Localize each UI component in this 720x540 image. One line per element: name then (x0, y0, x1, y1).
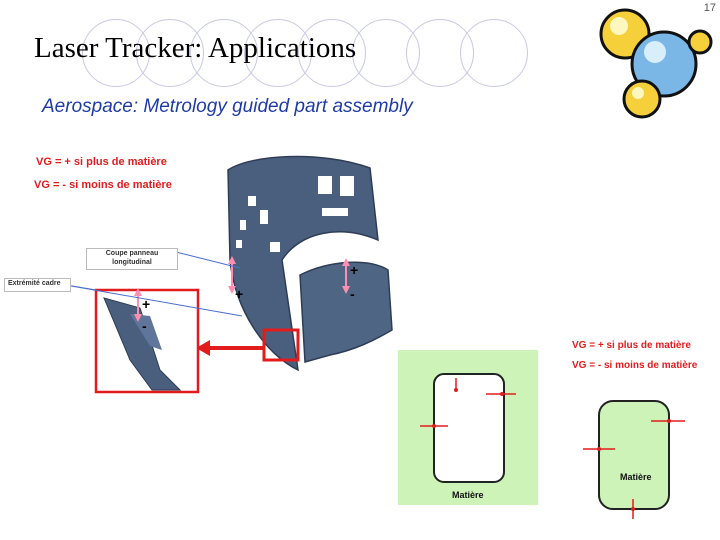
callout-extremite-cadre: Extrémité cadre (4, 278, 71, 292)
matiere-diagram-2 (583, 400, 685, 519)
sign-minus: - (350, 286, 355, 302)
legend2-vg-minus: VG = - si moins de matière (572, 360, 698, 371)
page-number: 17 (703, 2, 716, 14)
sign-minus: - (142, 318, 147, 334)
page-subtitle: Aerospace: Metrology guided part assembl… (42, 96, 413, 117)
logo-molecule-icon (599, 8, 713, 119)
matiere-diagram-1 (420, 373, 516, 483)
legend-vg-plus: VG = + si plus de matière (36, 156, 167, 168)
legend-vg-minus: VG = - si moins de matière (34, 179, 172, 191)
page-title: Laser Tracker: Applications (34, 32, 357, 64)
fuselage-illustration (59, 155, 393, 394)
matiere-label-2: Matière (620, 472, 652, 482)
sign-plus: + (142, 296, 151, 312)
legend2-vg-plus: VG = + si plus de matière (572, 340, 691, 351)
sign-plus: + (235, 286, 244, 302)
matiere-label-1: Matière (452, 490, 484, 500)
decor-circle (460, 19, 528, 87)
callout-coupe-panneau: Coupe panneau longitudinal (86, 248, 178, 270)
sign-plus: + (350, 262, 359, 278)
